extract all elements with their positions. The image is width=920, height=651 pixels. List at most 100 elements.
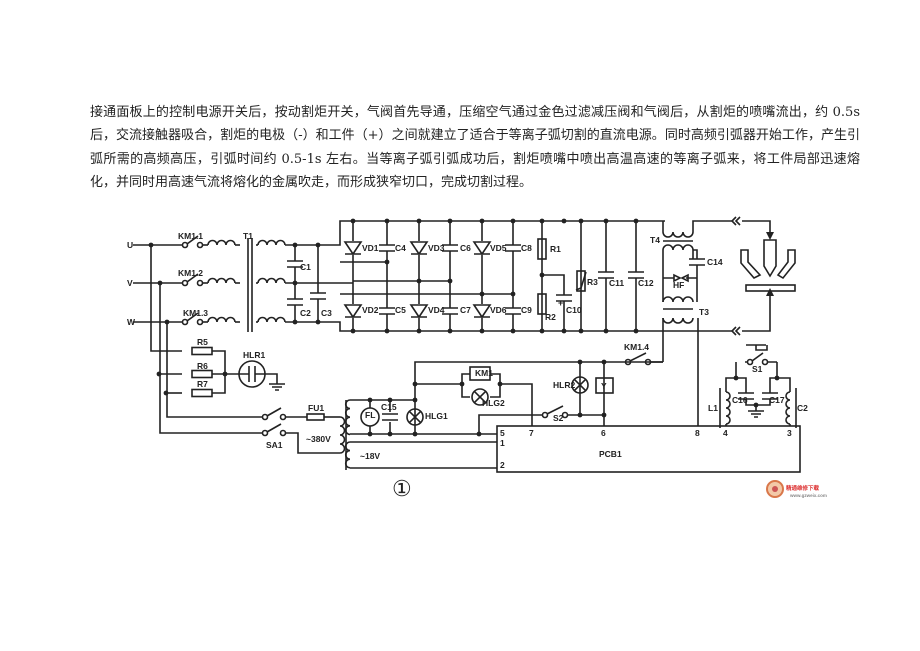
km1-relay-coil [469,366,491,381]
diode [472,241,492,256]
lamp-cross [408,410,422,424]
capacitor [556,294,572,302]
switch-contact [624,358,632,366]
c15-label: C15 [381,402,397,412]
capacitor-gap [738,393,754,399]
capacitor-gap [442,308,458,314]
resistor [537,238,547,260]
wire [285,321,665,332]
switch-contact [279,413,287,421]
torch-nozzle-left [740,249,762,279]
t4-label: T4 [650,235,660,245]
junction-dot [292,280,298,286]
diode [343,241,363,256]
wire [776,362,791,392]
resistor [576,270,586,292]
diode-bg [345,241,361,255]
switch-contact [196,279,204,287]
body-paragraph: 接通面板上的控制电源开关后，按动割炬开关，气阀首先导通，压缩空气通过金色过滤减压… [90,105,860,190]
diode-bg [411,304,427,318]
junction-dot [416,328,422,334]
pcb-pin-4: 4 [723,428,728,438]
fl-label: FL [365,410,375,420]
c4-label: C4 [395,243,406,253]
junction-dot [384,328,390,334]
switch-contact [561,411,569,419]
c3-label: C3 [321,308,332,318]
km1-1-label: KM1.1 [178,231,203,241]
junction-dot [479,328,485,334]
switch-contact [541,411,549,419]
arrow-icon [766,288,774,296]
connector-icon [730,216,741,226]
sa1-label: SA1 [266,440,283,450]
wire [478,414,543,434]
coil [207,277,236,284]
polarity-plus: + [558,298,563,308]
voltage-18-label: ~18V [360,451,380,461]
switch-blade [186,273,199,283]
pcb-pin-1: 1 [500,438,505,448]
pcb-pin-6: 6 [601,428,606,438]
wire [286,432,340,454]
capacitor [628,271,644,279]
km1-4-label: KM1.4 [624,342,649,352]
wire [692,220,732,232]
hlr2-label: HLR2 [553,380,575,390]
switch-contact [261,413,269,421]
coil [257,277,286,284]
wire [742,292,771,332]
junction-dot [416,218,422,224]
watermark-url: www.gzweix.com [789,493,827,498]
wire [159,283,262,434]
switch-contact [196,241,204,249]
capacitor [762,392,778,400]
c2-coil-label: C2 [797,403,808,413]
circuit-wires [133,218,791,469]
wire [350,361,663,401]
r2-label: R2 [545,312,556,322]
pcb-pin-5: 5 [500,428,505,438]
lamp-cross [473,390,487,404]
coil [344,441,351,469]
resistor [191,388,213,398]
switch-blade [266,407,282,417]
hf-arrows-icon [663,273,697,283]
fuse-icon [306,413,325,421]
valve-y-label: Y [601,381,607,391]
switch-blade [751,352,764,362]
switch-contact [181,279,189,287]
hlr1-label: HLR1 [243,350,265,360]
wire [212,350,226,394]
wire [769,377,777,395]
lamp-icon [471,388,489,406]
switch-blade [546,405,564,415]
diode [409,241,429,256]
junction-dot [479,218,485,224]
capacitor [310,292,326,300]
r6-label: R6 [197,361,208,371]
junction-dot [350,328,356,334]
diode-bg [345,304,361,318]
wire [461,384,470,398]
vd5-label: VD5 [490,243,507,253]
capacitor-gap [379,245,395,251]
c6-label: C6 [460,243,471,253]
r3-label: R3 [587,277,598,287]
capacitor-gap [287,299,303,305]
capacitor [738,392,754,400]
variable-arrow [575,271,587,291]
switch-blade [629,352,647,362]
c11-label: C11 [609,278,624,288]
c16-label: C16 [732,395,748,405]
phase-u-label: U [127,240,133,250]
workpiece [745,284,796,292]
capacitor [379,307,395,315]
wire [742,220,771,236]
junction-dot [561,218,567,224]
resistor [191,346,213,356]
coil [339,416,346,454]
junction-dot [479,291,485,297]
c10-label: C10 [566,305,582,315]
